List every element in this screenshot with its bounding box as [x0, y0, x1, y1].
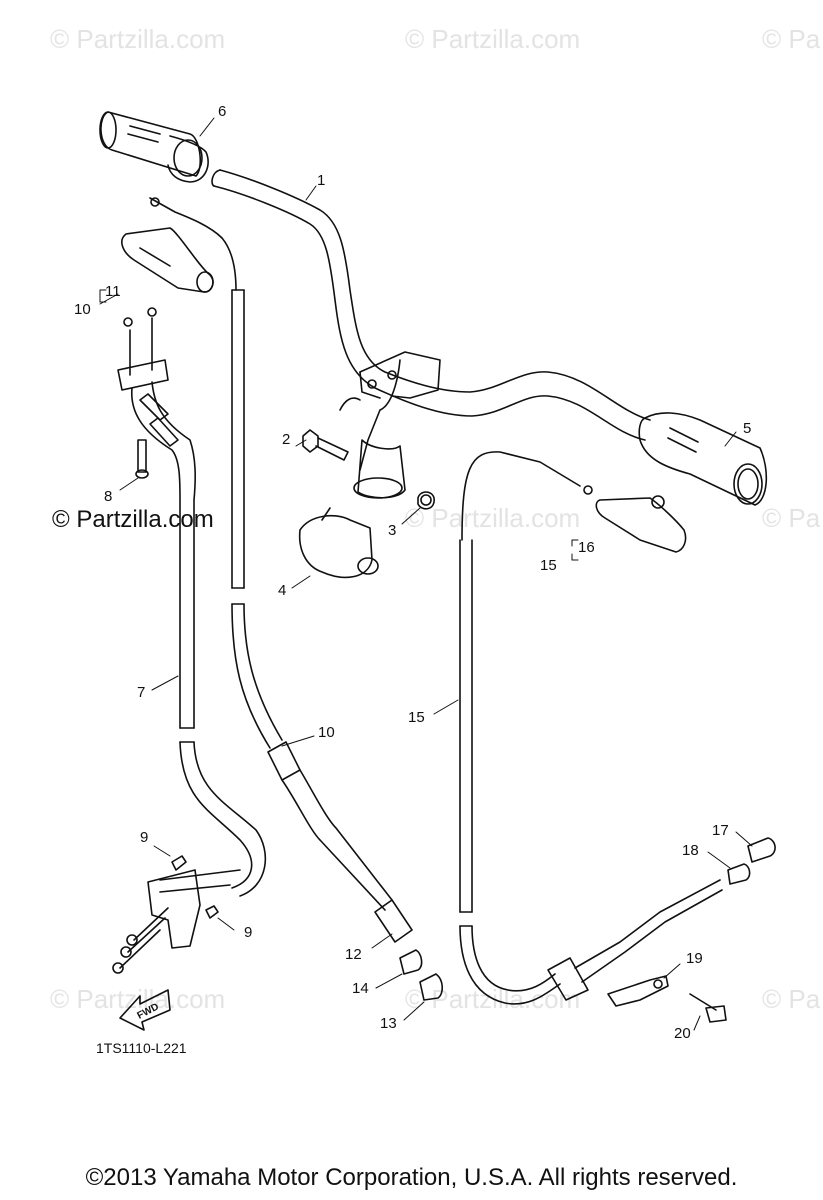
throttle-cable-10 — [149, 197, 413, 943]
callout-2: 2 — [282, 431, 291, 448]
callout-3: 3 — [388, 522, 397, 539]
callout-12: 12 — [345, 946, 362, 963]
watermark: © Pa — [762, 984, 821, 1014]
watermark: © Partzilla.com — [405, 503, 581, 533]
callout-9: 9 — [140, 829, 149, 846]
callout-8: 8 — [104, 488, 113, 505]
bolt-20 — [689, 993, 727, 1023]
watermark: © Partzilla.com — [52, 506, 214, 533]
watermark: © Pa — [762, 24, 821, 54]
callout-16: 16 — [578, 539, 595, 556]
callout-18: 18 — [682, 842, 699, 859]
screw-8 — [135, 439, 149, 479]
callout-20: 20 — [674, 1025, 691, 1042]
fittings-12-14 — [399, 949, 444, 1001]
fwd-arrow — [119, 989, 171, 1031]
callout-6: 6 — [218, 103, 227, 120]
lower-holder-4 — [298, 507, 379, 579]
cable-7 — [117, 307, 267, 897]
callout-9: 9 — [244, 924, 253, 941]
nut-3 — [417, 491, 435, 510]
watermark: © Partzilla.com — [50, 24, 226, 54]
callout-10: 10 — [318, 724, 335, 741]
callout-1: 1 — [317, 172, 326, 189]
clutch-cable-15 — [459, 451, 723, 1005]
bracket-19 — [607, 975, 669, 1007]
callout-11: 11 — [105, 283, 121, 300]
diagram-code: 1TS1110-L221 — [96, 1040, 187, 1056]
left-grip — [99, 111, 209, 183]
right-grip — [638, 412, 768, 506]
handlebar-holder — [339, 351, 441, 499]
callout-15: 15 — [408, 709, 425, 726]
callout-7: 7 — [137, 684, 146, 701]
handlebar — [211, 169, 651, 441]
watermark: © Pa — [762, 503, 821, 533]
watermark: © Partzilla.com — [405, 24, 581, 54]
fitting-17 — [747, 837, 776, 863]
throttle-housing-11 — [121, 227, 214, 293]
lower-bracket — [112, 855, 241, 974]
copyright-notice: ©2013 Yamaha Motor Corporation, U.S.A. A… — [85, 1164, 738, 1191]
bolt-2 — [302, 429, 349, 461]
callout-13: 13 — [380, 1015, 397, 1032]
fitting-18 — [727, 863, 751, 885]
leader-lines — [99, 117, 753, 1031]
callout-4: 4 — [278, 582, 287, 599]
callout-19: 19 — [686, 950, 703, 967]
callout-10: 10 — [74, 301, 91, 318]
callout-14: 14 — [352, 980, 369, 997]
callout-5: 5 — [743, 420, 752, 437]
callout-15: 15 — [540, 557, 557, 574]
callout-17: 17 — [712, 822, 729, 839]
clutch-lever-holder-16 — [595, 495, 687, 553]
